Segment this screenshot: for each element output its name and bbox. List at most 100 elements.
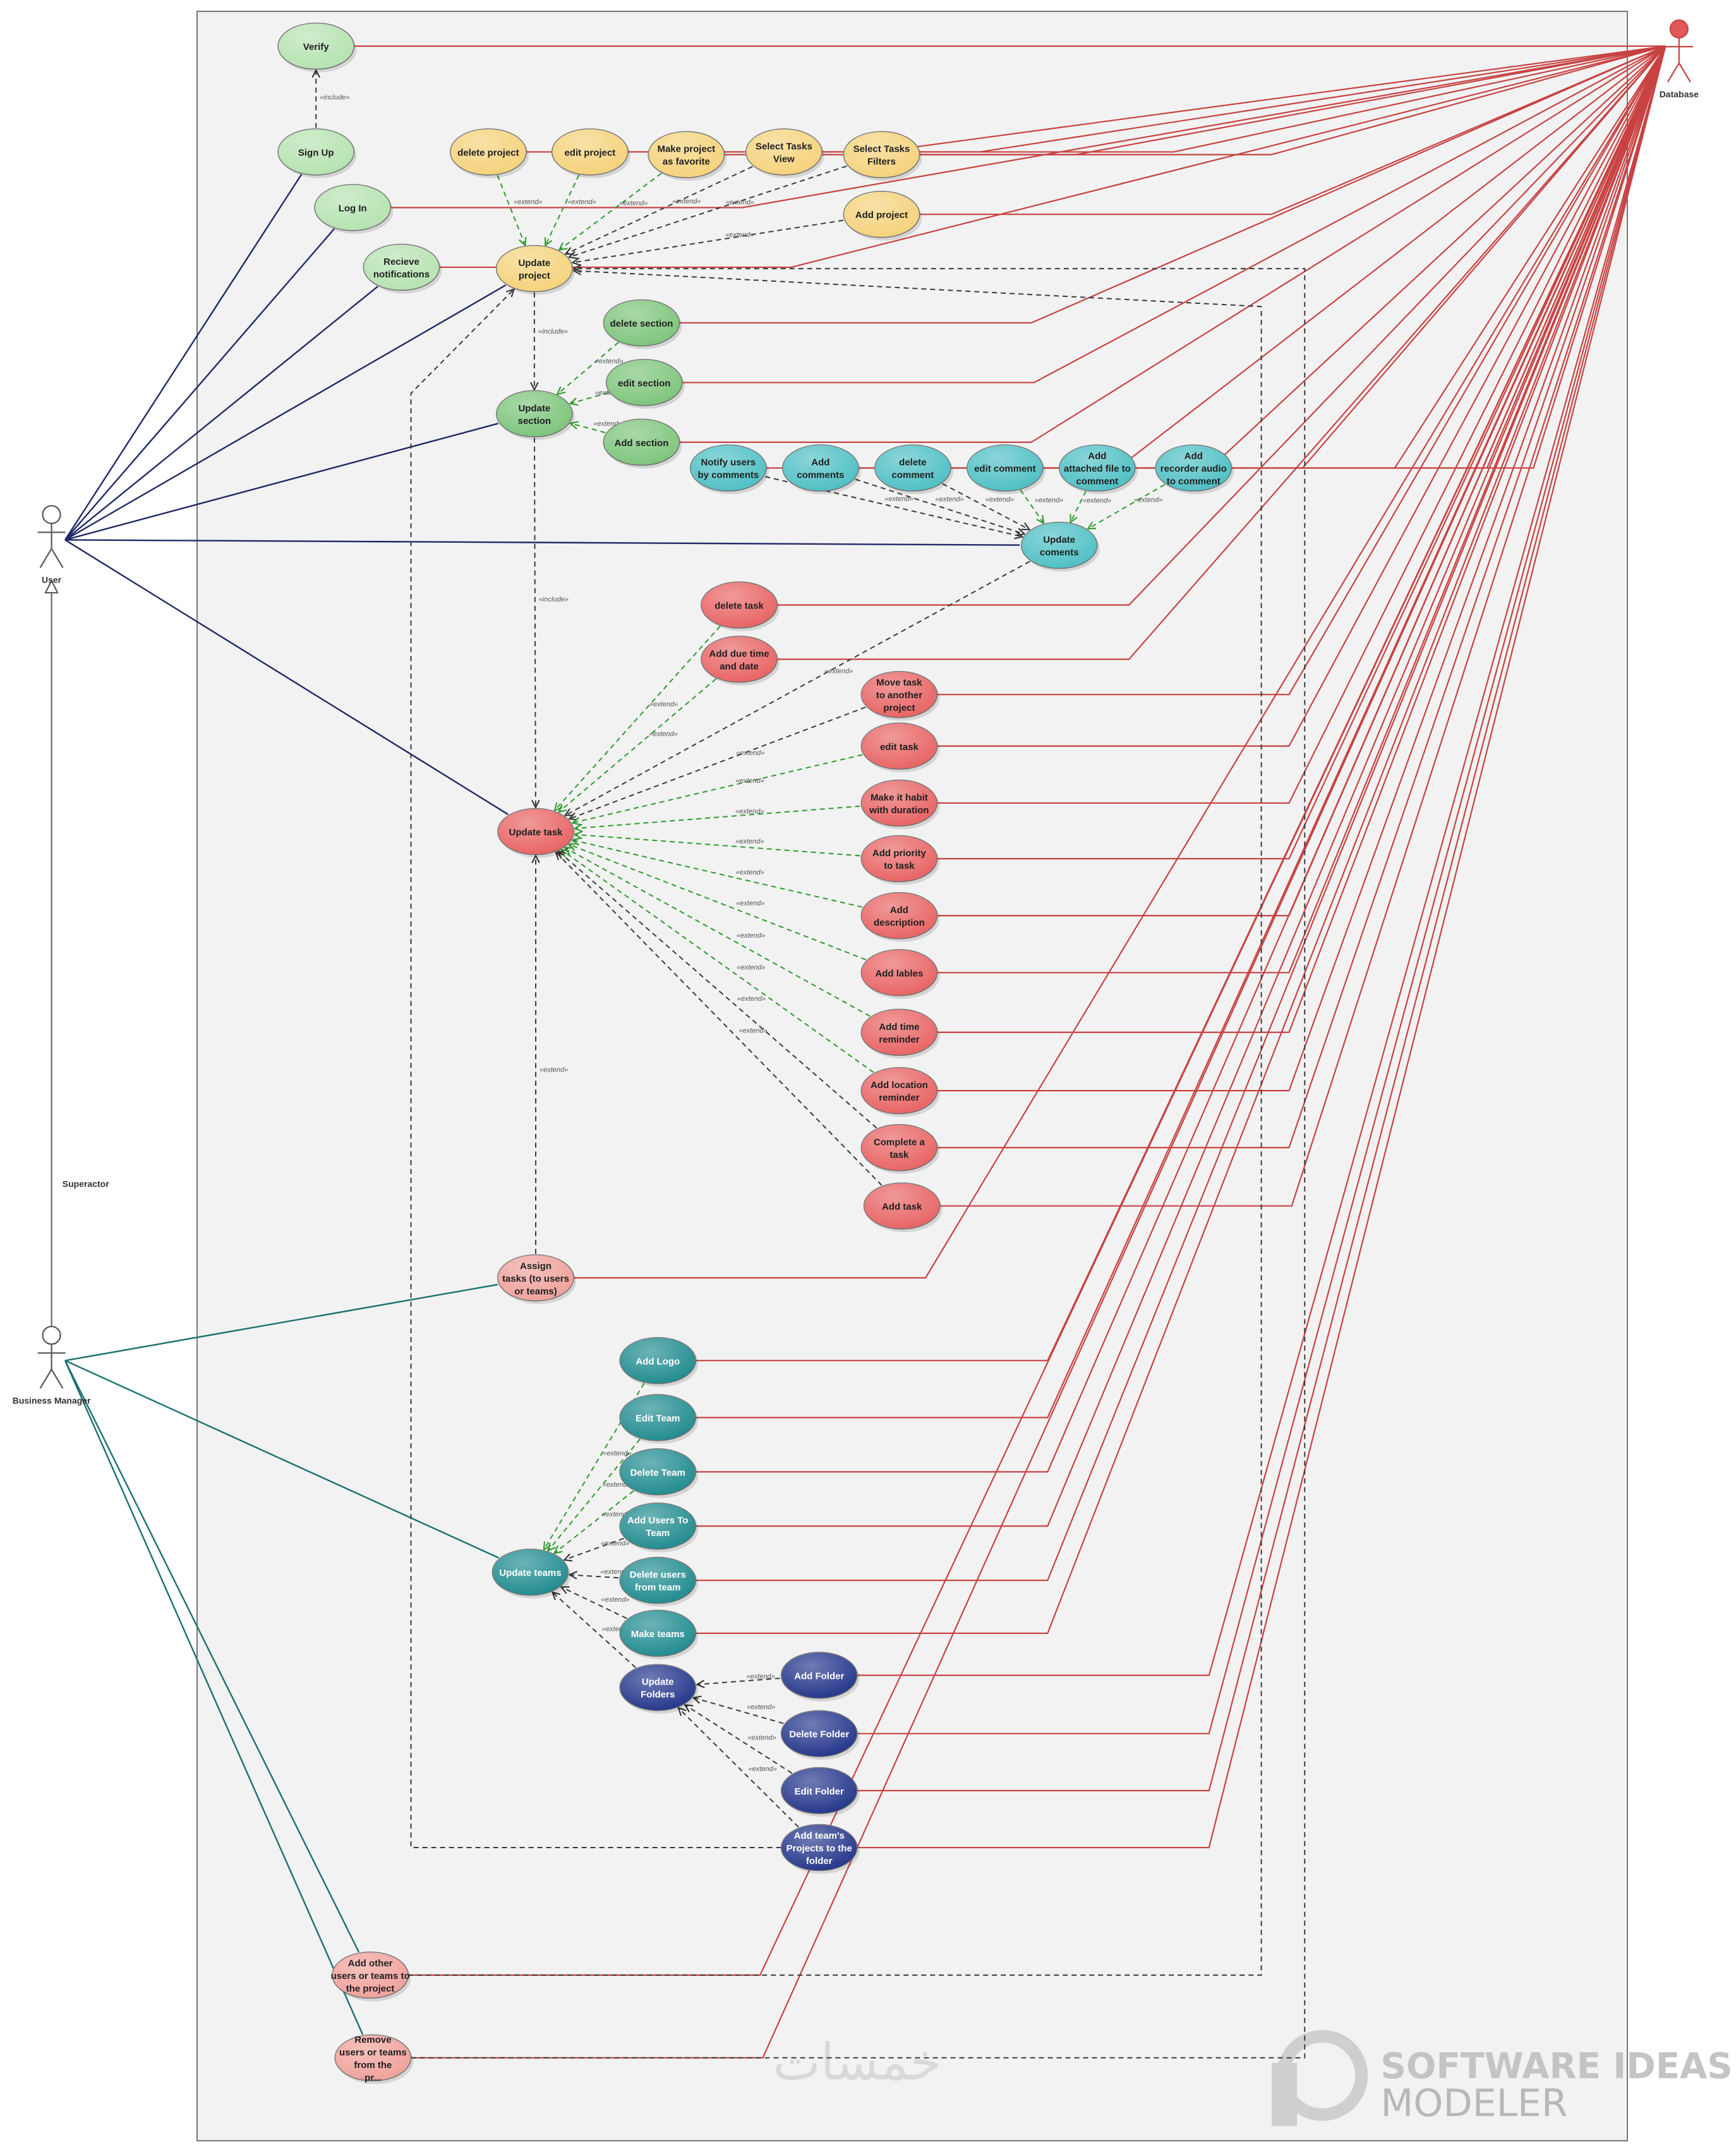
relation-label-editproj-updproj: «extend» <box>568 198 596 206</box>
actor-bm[interactable]: Business Manager <box>13 1326 91 1405</box>
relation-extend-taskview-updproj <box>565 166 753 254</box>
use-case-label: Move task <box>876 677 922 688</box>
relation-label-locrem-updtask: «extend» <box>737 964 765 972</box>
use-case-highlight <box>861 949 937 996</box>
use-case-update-task[interactable]: Update task <box>497 808 577 858</box>
use-case-delete-task[interactable]: delete task <box>701 581 780 632</box>
use-case-label: to comment <box>1167 476 1221 487</box>
relation-extend-addproj-updproj <box>572 219 844 263</box>
use-case-label: delete project <box>457 147 519 158</box>
use-case-add-task[interactable]: Add task <box>863 1182 943 1233</box>
relation-label-delproj-updproj: «extend» <box>514 198 542 206</box>
actor-user[interactable]: User <box>37 505 66 584</box>
association-user-notif <box>64 286 378 541</box>
relation-label-logo-updteams: «extend» <box>603 1450 631 1458</box>
relation-extend-editfold-updfold <box>685 1705 793 1774</box>
use-case-label: Update <box>1043 535 1075 545</box>
use-case-highlight <box>620 1664 696 1711</box>
use-case-add-users-to-team[interactable]: Add Users To Team <box>619 1502 699 1552</box>
use-case-label: delete section <box>610 318 673 329</box>
use-case-label: users or teams <box>339 2047 407 2058</box>
actor-label: Database <box>1660 89 1699 99</box>
use-case-delete-folder[interactable]: Delete Folder <box>780 1710 860 1760</box>
use-case-label: Add <box>1088 451 1106 462</box>
relation-label-movetask-updtask: «extend» <box>736 749 764 757</box>
use-case-update-teams[interactable]: Update teams <box>491 1548 571 1599</box>
db-link-taskview <box>821 45 1666 153</box>
use-case-edit-section[interactable]: edit section <box>605 359 685 409</box>
use-case-label: delete task <box>714 601 764 612</box>
use-case-label: Team <box>646 1528 670 1539</box>
use-case-label: folder <box>806 1856 833 1867</box>
use-case-add-project[interactable]: Add project <box>843 190 922 241</box>
use-case-label: Add due time <box>709 648 769 659</box>
use-case-make-teams[interactable]: Make teams <box>619 1609 699 1660</box>
relation-label-addfold-updfold: «extend» <box>747 1673 775 1681</box>
use-case-edit-comment[interactable]: edit comment <box>966 444 1046 495</box>
use-case-edit-project[interactable]: edit project <box>552 128 631 178</box>
actor-db[interactable]: Database <box>1660 19 1699 99</box>
use-case-highlight <box>497 1254 574 1301</box>
use-case-label: as favorite <box>663 157 710 167</box>
use-case-label: Add Users To <box>627 1515 688 1526</box>
use-case-highlight <box>701 582 778 629</box>
use-case-delete-section[interactable]: delete section <box>603 299 682 349</box>
relation-extend-attcom-updcom <box>1071 490 1087 523</box>
use-case-delete-project[interactable]: delete project <box>450 128 529 178</box>
use-case-edit-task[interactable]: edit task <box>860 722 940 773</box>
use-case-label: edit task <box>880 742 919 753</box>
use-case-delete-team[interactable]: Delete Team <box>619 1448 699 1498</box>
use-case-add-section[interactable]: Add section <box>603 418 682 469</box>
use-case-label: Recieve <box>383 257 419 267</box>
use-case-log-in[interactable]: Log In <box>314 184 394 234</box>
use-case-edit-folder[interactable]: Edit Folder <box>780 1767 860 1817</box>
use-case-label: comment <box>1076 476 1118 487</box>
use-case-label: Add team's <box>794 1830 845 1841</box>
use-case-highlight <box>861 1067 937 1114</box>
use-case-highlight <box>1155 445 1232 492</box>
db-link-delusers <box>695 45 1667 1582</box>
use-case-sign-up[interactable]: Sign Up <box>277 128 357 178</box>
use-case-add-folder[interactable]: Add Folder <box>780 1652 860 1702</box>
use-case-edit-team[interactable]: Edit Team <box>619 1394 699 1444</box>
use-case-verify[interactable]: Verify <box>277 22 357 73</box>
use-case-label: Add task <box>882 1202 922 1213</box>
relation-extend-locrem-updtask <box>562 850 874 1074</box>
use-case-add-logo[interactable]: Add Logo <box>619 1337 699 1387</box>
relation-extend-timerem-updtask <box>565 848 871 1017</box>
use-case-highlight <box>782 445 859 492</box>
actor-leg <box>1678 63 1691 83</box>
association-user-updproj <box>64 284 507 541</box>
relation-label-taskview-updproj: «extend» <box>672 198 701 205</box>
use-case-label: Delete Team <box>630 1467 685 1478</box>
actor-leg <box>39 1369 52 1389</box>
relation-label-deltask-updtask: «extend» <box>649 701 678 708</box>
use-case-add-lables[interactable]: Add lables <box>860 949 940 999</box>
